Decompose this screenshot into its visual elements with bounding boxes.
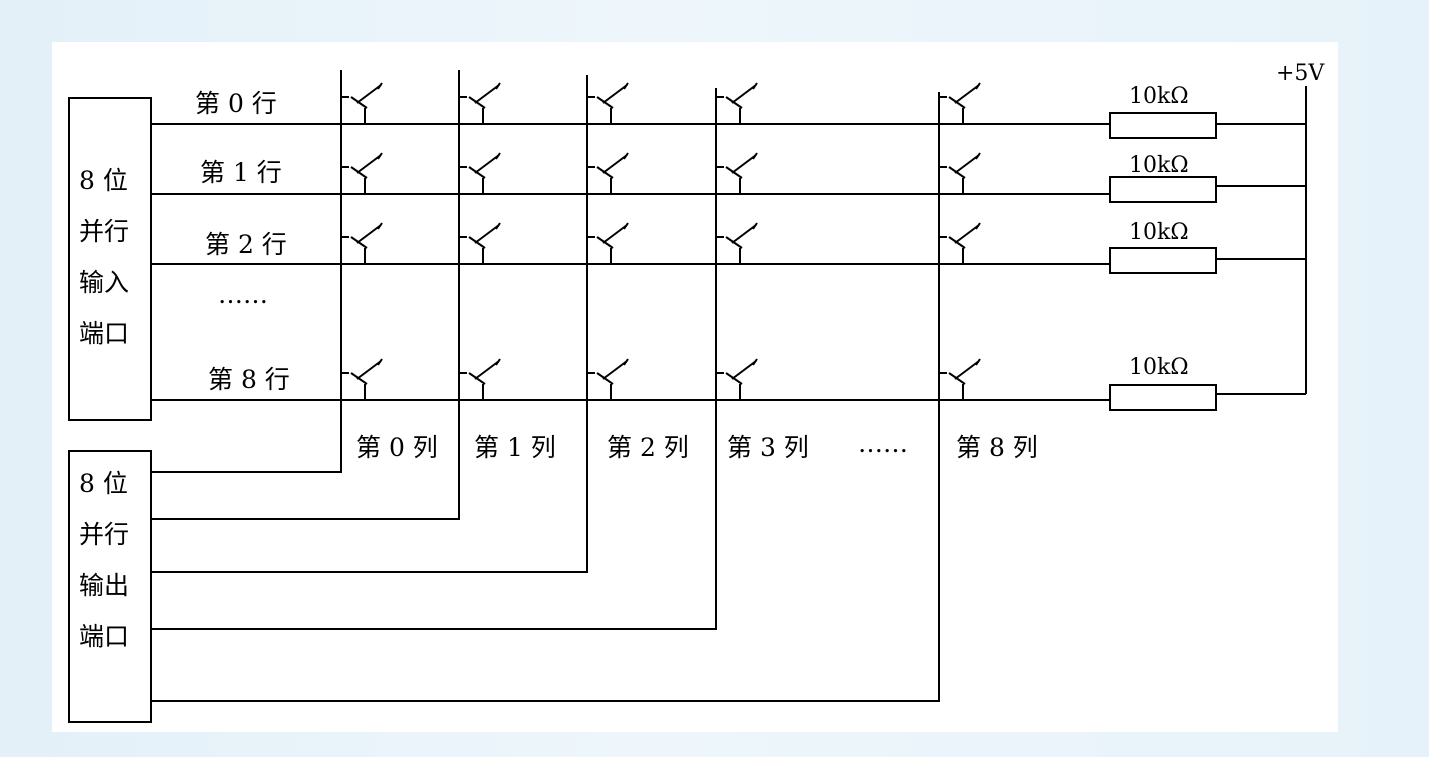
key-switch xyxy=(716,358,758,400)
key-switch xyxy=(459,152,501,194)
key-switch xyxy=(939,152,981,194)
row-label: 第 8 行 xyxy=(208,365,290,394)
resistor-label: 10kΩ xyxy=(1129,84,1189,109)
resistor xyxy=(1109,176,1217,203)
column-label: 第 3 列 xyxy=(727,433,809,462)
switch-stroke xyxy=(975,152,981,160)
input-port-line: 8 位 xyxy=(79,166,128,195)
column-line xyxy=(151,75,588,573)
resistor-label: 10kΩ xyxy=(1129,153,1189,178)
switch-stroke xyxy=(731,360,757,380)
input-port-line: 输入 xyxy=(79,268,129,297)
switch-stroke xyxy=(731,224,757,244)
switch-stroke xyxy=(975,222,981,230)
resistor xyxy=(1109,247,1217,274)
key-switch xyxy=(459,82,501,124)
resistor-label: 10kΩ xyxy=(1129,220,1189,245)
switch-stroke xyxy=(474,154,500,174)
key-switch xyxy=(716,222,758,264)
key-switch xyxy=(341,222,383,264)
supply-label: +5V xyxy=(1276,61,1325,86)
switch-stroke xyxy=(495,358,501,366)
switch-stroke xyxy=(356,154,382,174)
switch-stroke xyxy=(752,82,758,90)
key-switch xyxy=(341,82,383,124)
switch-stroke xyxy=(731,84,757,104)
key-switch xyxy=(459,222,501,264)
row-ellipsis: …… xyxy=(218,280,268,309)
switch-stroke xyxy=(474,224,500,244)
switch-stroke xyxy=(356,360,382,380)
row-label: 第 2 行 xyxy=(205,230,287,259)
column-label: 第 8 列 xyxy=(956,433,1038,462)
column-label: 第 0 列 xyxy=(356,433,438,462)
switch-stroke xyxy=(623,222,629,230)
resistor-label: 10kΩ xyxy=(1129,355,1189,380)
key-switch xyxy=(459,358,501,400)
column-ellipsis: …… xyxy=(858,429,908,458)
row-label: 第 1 行 xyxy=(200,158,282,187)
switch-stroke xyxy=(377,82,383,90)
output-port-line: 并行 xyxy=(79,520,129,549)
output-port-box xyxy=(68,450,152,723)
switch-stroke xyxy=(752,358,758,366)
switch-stroke xyxy=(377,152,383,160)
row-label: 第 0 行 xyxy=(195,89,277,118)
switch-stroke xyxy=(623,358,629,366)
input-port-line: 端口 xyxy=(79,319,129,348)
key-switch xyxy=(587,358,629,400)
key-switch xyxy=(716,152,758,194)
switch-stroke xyxy=(954,224,980,244)
column-label: 第 1 列 xyxy=(474,433,556,462)
switch-stroke xyxy=(474,84,500,104)
switch-stroke xyxy=(954,84,980,104)
key-switch xyxy=(939,358,981,400)
switch-stroke xyxy=(377,358,383,366)
switch-stroke xyxy=(602,154,628,174)
switch-group xyxy=(341,82,981,400)
switch-stroke xyxy=(602,224,628,244)
key-switch xyxy=(939,222,981,264)
input-port-box xyxy=(68,97,152,421)
key-switch xyxy=(587,152,629,194)
switch-stroke xyxy=(731,154,757,174)
key-switch xyxy=(587,222,629,264)
key-switch xyxy=(587,82,629,124)
switch-stroke xyxy=(495,152,501,160)
input-port-line: 并行 xyxy=(79,217,129,246)
output-port-line: 输出 xyxy=(79,571,129,600)
column-line xyxy=(151,70,342,473)
column-label: 第 2 列 xyxy=(607,433,689,462)
output-port-line: 8 位 xyxy=(79,469,128,498)
switch-stroke xyxy=(602,84,628,104)
switch-stroke xyxy=(356,224,382,244)
resistor xyxy=(1109,112,1217,139)
switch-stroke xyxy=(954,154,980,174)
switch-stroke xyxy=(954,360,980,380)
switch-stroke xyxy=(602,360,628,380)
switch-stroke xyxy=(474,360,500,380)
switch-stroke xyxy=(975,82,981,90)
switch-stroke xyxy=(495,82,501,90)
key-switch xyxy=(939,82,981,124)
switch-stroke xyxy=(356,84,382,104)
key-switch xyxy=(341,358,383,400)
output-port-line: 端口 xyxy=(79,622,129,651)
column-line xyxy=(151,88,717,630)
column-line xyxy=(151,70,460,520)
switch-stroke xyxy=(975,358,981,366)
key-switch xyxy=(716,82,758,124)
switch-stroke xyxy=(752,222,758,230)
switch-stroke xyxy=(495,222,501,230)
column-line xyxy=(151,92,940,702)
switch-stroke xyxy=(623,82,629,90)
key-switch xyxy=(341,152,383,194)
switch-stroke xyxy=(752,152,758,160)
resistor xyxy=(1109,384,1217,411)
switch-stroke xyxy=(377,222,383,230)
switch-stroke xyxy=(623,152,629,160)
